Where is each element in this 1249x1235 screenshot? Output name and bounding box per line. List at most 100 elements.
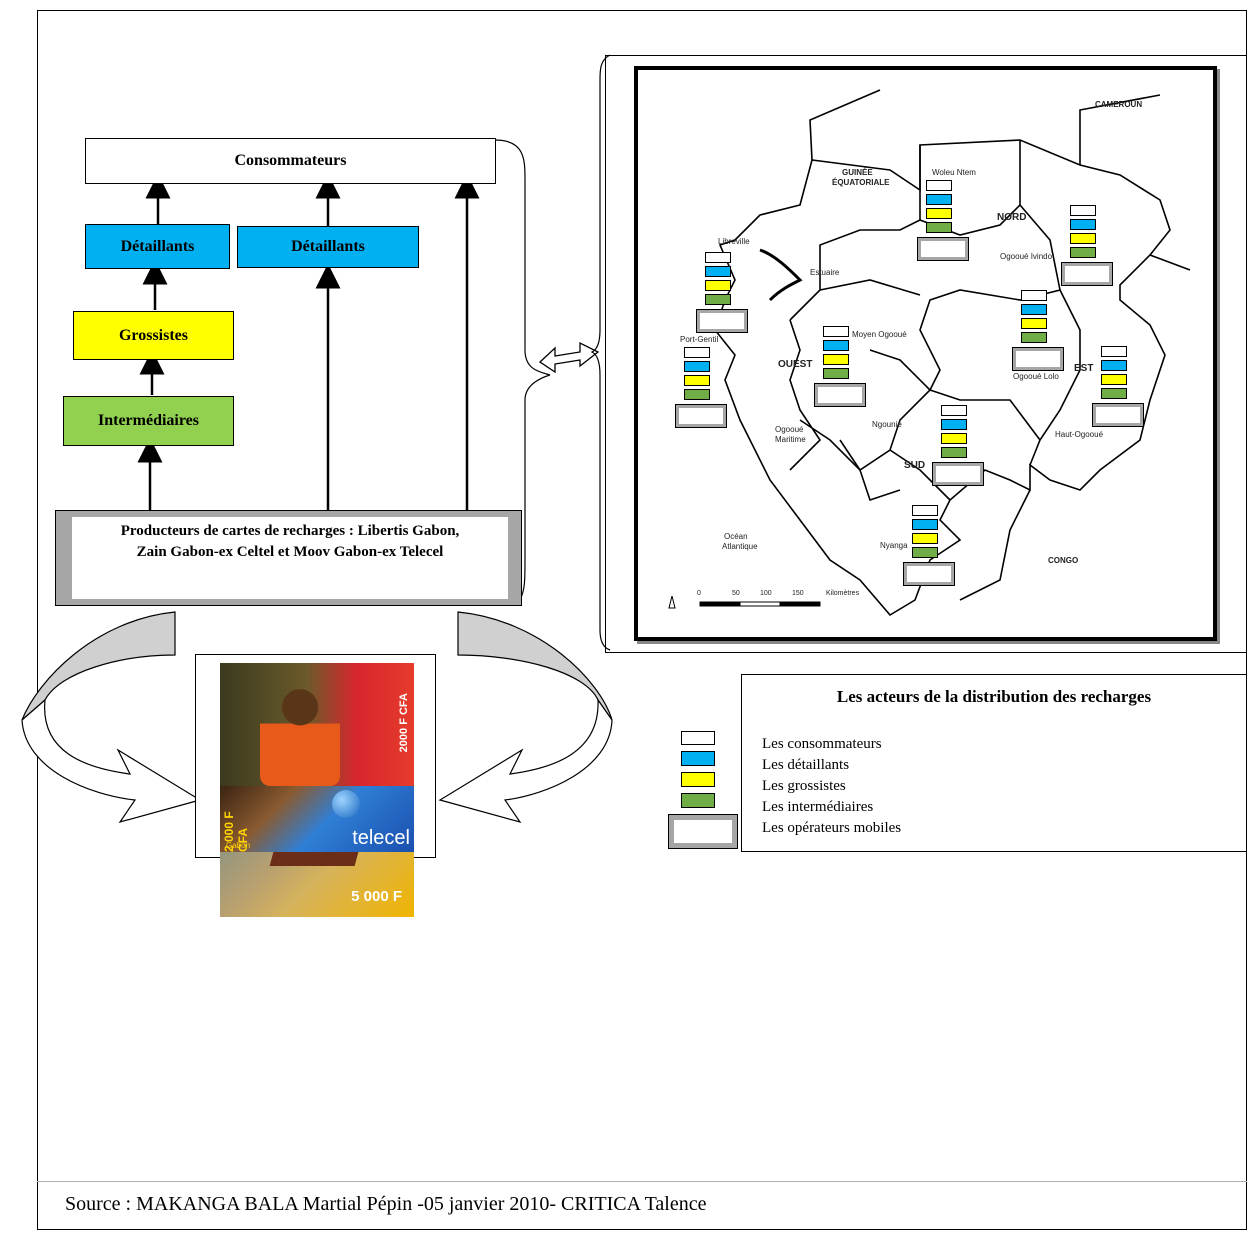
map-label-est: EST [1074, 363, 1094, 374]
map-label-cameroun: CAMEROUN [1095, 100, 1143, 109]
retailers-left-label: Détaillants [120, 237, 195, 255]
actor-stack-bar [1021, 332, 1047, 343]
scale-label-unit: Kilomètres [826, 590, 860, 597]
map-label-ogooue-ivindo: Ogooué Ivindo [1000, 252, 1053, 261]
actor-stack-bar [1070, 233, 1096, 244]
actor-stack-bar [823, 354, 849, 365]
intermediaries-box: Intermédiaires [63, 396, 234, 446]
map-label-moyen-ogooue: Moyen Ogooué [852, 330, 907, 339]
card-libertis: 2000 F CFA [220, 663, 414, 786]
actor-stack-operator [675, 404, 727, 428]
map-label-woleu: Woleu Ntem [932, 168, 976, 177]
producers-line2: Zain Gabon-ex Celtel et Moov Gabon-ex Te… [136, 544, 444, 560]
actor-stack [917, 180, 976, 261]
map-label-ogooue-maritime-1: Ogooué [775, 425, 804, 434]
consumers-box: Consommateurs [85, 138, 496, 184]
actor-stack [932, 405, 991, 486]
gabon-outline [714, 139, 1171, 617]
bracket-bottom [519, 374, 551, 601]
actor-stack-bar [912, 505, 938, 516]
actor-stack-bar [926, 180, 952, 191]
actor-stack-bar [823, 326, 849, 337]
scale-label-150: 150 [792, 590, 804, 597]
actor-stack-operator [1012, 347, 1064, 371]
actor-stack-bar [926, 208, 952, 219]
actor-stack-bar [823, 368, 849, 379]
card3-sub: Gabon [226, 841, 251, 850]
retailers-left-box: Détaillants [85, 224, 230, 269]
source-text: Source : MAKANGA BALA Martial Pépin -05 … [65, 1193, 707, 1215]
person-photo-icon [260, 681, 340, 786]
actor-stack-bar [941, 433, 967, 444]
legend-label-wholesalers: Les grossistes [762, 778, 846, 794]
actor-stack-bar [684, 347, 710, 358]
actor-stack-bar [705, 252, 731, 263]
card2-price: 5 000 F [351, 888, 402, 905]
legend-title: Les acteurs de la distribution des recha… [836, 687, 1152, 706]
actor-stack-bar [823, 340, 849, 351]
map-label-nord: NORD [997, 212, 1027, 223]
map-label-ouest: OUEST [778, 359, 813, 370]
actor-stack-operator [903, 562, 955, 586]
actor-stack-operator [1092, 403, 1144, 427]
actor-stack-bar [941, 419, 967, 430]
actor-stack [1061, 205, 1120, 286]
map-brace [590, 54, 611, 651]
map-label-ocean-1: Océan [724, 532, 748, 541]
actor-stack [1012, 290, 1071, 371]
actor-stack-bar [1070, 219, 1096, 230]
curved-arrow-left-icon [21, 611, 202, 824]
legend-label-retailers: Les détaillants [762, 757, 850, 773]
legend-label-intermediaries: Les intermédiaires [762, 799, 874, 815]
map-container [605, 55, 1247, 653]
retailers-right-box: Détaillants [237, 226, 419, 268]
actor-stack [696, 252, 755, 333]
consumers-label: Consommateurs [234, 152, 347, 169]
globe-icon [332, 790, 360, 818]
scale-label-100: 100 [760, 590, 772, 597]
north-arrow-icon [668, 595, 676, 609]
card-telecel-visible: 2 000 F CFA telecel Gabon [220, 786, 414, 852]
actor-stack-bar [926, 194, 952, 205]
legend-label-consumers: Les consommateurs [762, 736, 882, 752]
actor-stack-bar [705, 266, 731, 277]
producers-line1: Producteurs de cartes de recharges : Lib… [120, 523, 460, 539]
legend-label-operators: Les opérateurs mobiles [762, 820, 902, 836]
retailers-right-label: Détaillants [291, 238, 365, 255]
actor-stack [903, 505, 962, 586]
double-arrow-icon [538, 341, 600, 374]
map-label-libreville: Libreville [718, 237, 750, 246]
legend-labels: Les consommateurs Les détaillants Les gr… [762, 734, 901, 839]
actor-stack-bar [1101, 360, 1127, 371]
map-label-nyanga: Nyanga [880, 541, 908, 550]
actor-stack-bar [705, 294, 731, 305]
legend-box: Les acteurs de la distribution des recha… [741, 674, 1247, 852]
actor-stack-bar [1101, 346, 1127, 357]
actor-stack-operator [917, 237, 969, 261]
source-divider [37, 1181, 1247, 1182]
map-label-port-gentil: Port-Gentil [680, 335, 719, 344]
actor-stack-bar [705, 280, 731, 291]
actor-stack-bar [1021, 304, 1047, 315]
legend-swatch-operators [668, 814, 738, 849]
actor-stack-bar [926, 222, 952, 233]
actor-stack [1092, 346, 1151, 427]
actor-stack-bar [1101, 374, 1127, 385]
wholesalers-label: Grossistes [118, 326, 189, 344]
scale-label-50: 50 [732, 590, 740, 597]
map-label-guinee-2: ÉQUATORIALE [832, 178, 890, 187]
actor-stack-bar [912, 519, 938, 530]
actor-stack [814, 326, 873, 407]
map-label-ocean-2: Atlantique [722, 542, 758, 551]
actor-stack-bar [1070, 205, 1096, 216]
actor-stack-bar [684, 375, 710, 386]
map-label-congo: CONGO [1048, 556, 1079, 565]
map-label-ogooue-maritime-2: Maritime [775, 435, 806, 444]
actor-stack-bar [1021, 290, 1047, 301]
map-label-ogooue-lolo: Ogooué Lolo [1013, 372, 1059, 381]
actor-stack-operator [932, 462, 984, 486]
actor-stack-operator [696, 309, 748, 333]
actor-stack-bar [1070, 247, 1096, 258]
